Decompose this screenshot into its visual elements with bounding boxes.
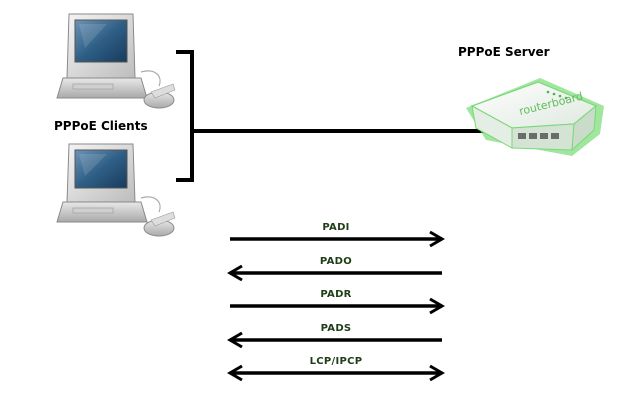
arrow-head-left — [227, 331, 243, 349]
message-label: PADO — [319, 256, 353, 267]
message-sequence — [227, 230, 445, 382]
message-label: LCP/IPCP — [309, 356, 363, 367]
message-label: PADI — [322, 222, 350, 233]
arrow-head-right — [429, 230, 445, 248]
arrow-head-left — [227, 364, 243, 382]
arrow-head-right — [429, 364, 445, 382]
message-label: PADS — [320, 323, 352, 334]
router-icon: routerboard — [466, 78, 604, 156]
arrow-head-right — [429, 297, 445, 315]
arrow-head-left — [227, 264, 243, 282]
clients-label: PPPoE Clients — [54, 119, 148, 133]
client-computer-icon — [56, 143, 176, 237]
server-label: PPPoE Server — [458, 45, 550, 59]
network-bracket — [176, 50, 500, 182]
message-label: PADR — [320, 289, 352, 300]
client-computer-icon — [56, 13, 176, 109]
